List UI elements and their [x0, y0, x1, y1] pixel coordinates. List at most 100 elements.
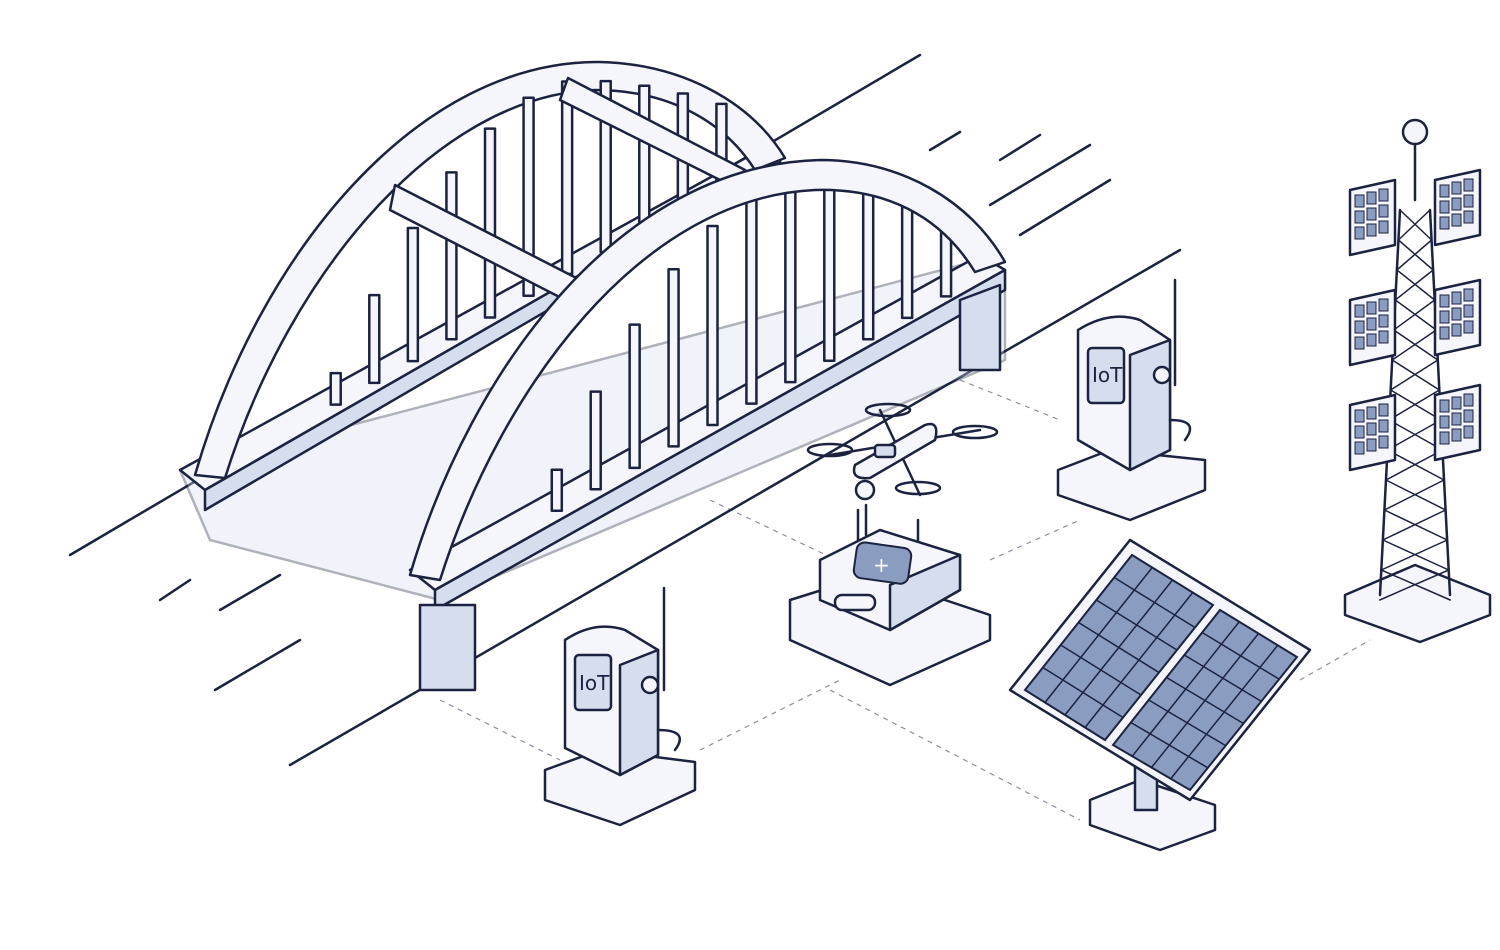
bridge-hanger: [638, 84, 651, 232]
antenna-cell: [1354, 194, 1365, 208]
antenna-cell: [1463, 304, 1474, 318]
tower-lattice: [1383, 479, 1447, 511]
tower-lattice: [1396, 239, 1434, 271]
antenna-cell: [1354, 441, 1365, 455]
bridge-hanger: [628, 323, 641, 470]
antenna-cell: [1463, 178, 1474, 192]
antenna-cell: [1378, 435, 1389, 449]
bridge-hanger: [745, 194, 758, 405]
antenna-cell: [1366, 223, 1377, 237]
panel-cell-line: [1064, 579, 1174, 716]
antenna-cell: [1378, 204, 1389, 218]
antenna-cell: [1354, 409, 1365, 423]
panel-cell-line: [1084, 591, 1194, 729]
antenna-cell: [1439, 184, 1450, 198]
antenna-cell: [1354, 336, 1365, 350]
bridge-hanger: [900, 194, 914, 320]
antenna-cell: [1451, 323, 1462, 337]
antenna-cell: [1366, 438, 1377, 452]
antenna-cell: [1463, 320, 1474, 334]
iot-label: IoT: [1092, 363, 1123, 387]
antenna-cell: [1354, 226, 1365, 240]
tower-lattice: [1389, 359, 1441, 391]
panel-cell-line: [1150, 632, 1260, 769]
antenna-cell: [1366, 406, 1377, 420]
tower-lattice: [1380, 539, 1450, 571]
antenna-cell: [1366, 191, 1377, 205]
antenna-cell: [1463, 393, 1474, 407]
drone: [806, 402, 999, 501]
panel-cell-line: [1170, 644, 1279, 780]
bridge-hanger: [589, 390, 602, 491]
bridge-hanger: [560, 80, 574, 276]
solar-panel: [1008, 538, 1312, 852]
tower-lattice: [1388, 389, 1442, 421]
antenna-cell: [1439, 216, 1450, 230]
tower-lattice: [1393, 299, 1437, 331]
tower-lattice: [1382, 509, 1448, 541]
antenna-cell: [1451, 396, 1462, 410]
antenna-cell: [1463, 425, 1474, 439]
antenna-cell: [1378, 220, 1389, 234]
antenna-cell: [1366, 207, 1377, 221]
bridge-hanger: [706, 224, 719, 427]
antenna-cell: [1439, 200, 1450, 214]
antenna-cell: [1366, 301, 1377, 315]
antenna-cell: [1354, 425, 1365, 439]
antenna-cell: [1451, 412, 1462, 426]
bridge-hanger: [823, 180, 836, 362]
antenna-cell: [1439, 310, 1450, 324]
network-links: [439, 379, 1371, 821]
antenna-cell: [1451, 197, 1462, 211]
antenna-cell: [1451, 307, 1462, 321]
antenna-cell: [1439, 294, 1450, 308]
antenna-cell: [1354, 304, 1365, 318]
telecom-tower: [1343, 118, 1492, 644]
antenna-cell: [1378, 330, 1389, 344]
bridge-cross-beams: [388, 76, 747, 307]
bridge-hanger: [483, 127, 497, 319]
tower-lattice: [1378, 569, 1452, 601]
antenna-cell: [1463, 409, 1474, 423]
antenna-cell: [1463, 210, 1474, 224]
bridge-hanger: [406, 226, 420, 363]
bridge-hanger: [368, 293, 381, 385]
bridge-front-arch: [408, 158, 1007, 582]
bridge-hanger: [329, 371, 342, 406]
antenna-cell: [1439, 326, 1450, 340]
bridge-hanger: [784, 179, 797, 384]
antenna-cell: [1451, 181, 1462, 195]
tower-lattice: [1394, 269, 1436, 301]
tower-lattice: [1386, 419, 1444, 451]
antenna-cell: [1439, 431, 1450, 445]
antenna-cell: [1354, 210, 1365, 224]
panel-cell-line: [1131, 621, 1240, 757]
iot-device: IoT: [543, 586, 697, 827]
antenna-cell: [1378, 403, 1389, 417]
antenna-cell: [1366, 422, 1377, 436]
antenna-cell: [1451, 213, 1462, 227]
antenna-cell: [1451, 428, 1462, 442]
plus-icon: +: [873, 553, 890, 577]
antenna-cell: [1366, 317, 1377, 331]
drone-propellers: [806, 402, 999, 496]
bridge-hanger: [550, 468, 564, 512]
antenna-cell: [1451, 291, 1462, 305]
bridge-hanger: [667, 267, 680, 448]
bridge-hanger: [522, 96, 535, 297]
antenna-cell: [1378, 419, 1389, 433]
bridge-hanger: [445, 171, 458, 341]
iot-device: IoT: [1056, 278, 1207, 522]
antenna-cell: [1439, 415, 1450, 429]
drone-charging-pad: +: [788, 503, 992, 687]
antenna-cell: [1378, 314, 1389, 328]
tower-lattice: [1397, 209, 1433, 241]
tower-lattice: [1391, 329, 1439, 361]
bridge-hanger: [861, 185, 875, 341]
antenna-cell: [1354, 320, 1365, 334]
panel-cell-line: [1044, 566, 1153, 704]
antenna-cell: [1378, 188, 1389, 202]
antenna-cell: [1463, 194, 1474, 208]
antenna-cell: [1463, 288, 1474, 302]
